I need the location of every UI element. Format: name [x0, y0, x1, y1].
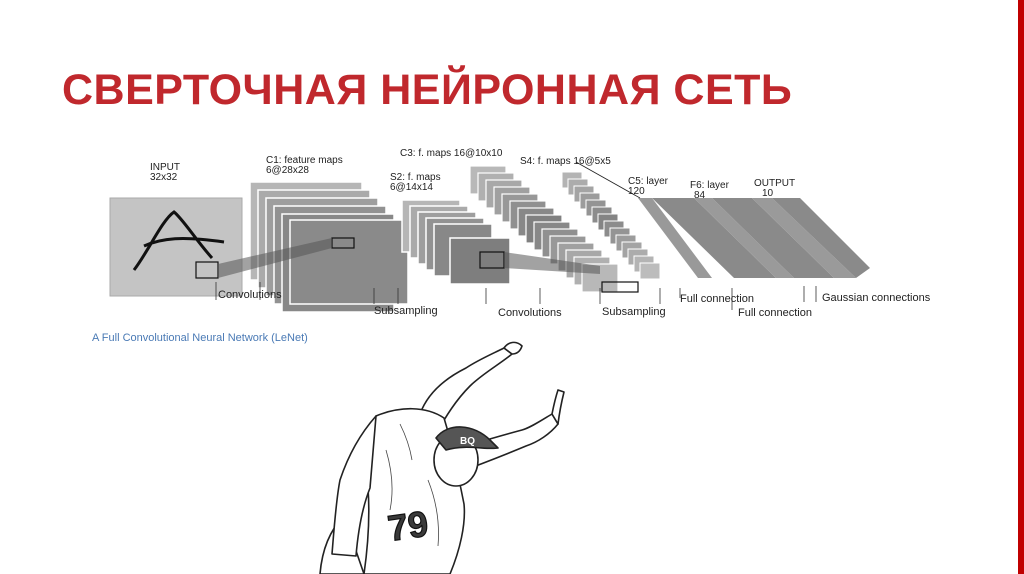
- c5-label: C5: layer: [628, 176, 669, 187]
- conv2-connection: [504, 252, 600, 274]
- jersey-number: 79: [385, 503, 430, 549]
- shirt-fold-lines: [385, 423, 439, 547]
- dancer-left-shoulder: [331, 415, 377, 557]
- output-layer: [752, 198, 856, 278]
- op-full-connection-2: Full connection: [738, 307, 812, 319]
- lenet-diagram: INPUT 32x32 C1: feature maps 6@28x28 S2:…: [109, 148, 931, 319]
- s2-size: 6@14x14: [390, 182, 433, 193]
- c5-layer: [638, 198, 712, 278]
- output-label: OUTPUT: [754, 178, 795, 189]
- op-convolutions-1: Convolutions: [218, 289, 282, 301]
- conv1-connection: [218, 238, 332, 278]
- input-letter-a: [132, 210, 225, 271]
- s4-feature-maps: [561, 171, 661, 280]
- input-label: INPUT: [150, 162, 180, 173]
- c1-size: 6@28x28: [266, 165, 309, 176]
- f6-size: 84: [694, 190, 706, 201]
- op-subsampling-2: Subsampling: [602, 306, 666, 318]
- c3-label: C3: f. maps 16@10x10: [400, 148, 503, 159]
- c1-label: C1: feature maps: [266, 155, 343, 166]
- s4-to-c5-line: [575, 161, 641, 199]
- f6-label: F6: layer: [690, 180, 730, 191]
- dancer-raised-hand: [503, 341, 523, 355]
- input-size: 32x32: [150, 172, 178, 183]
- output-size: 10: [762, 188, 774, 199]
- op-subsampling-1: Subsampling: [374, 305, 438, 317]
- full-connection-band-2: [712, 198, 834, 278]
- slide-accent-bar: [1018, 0, 1024, 574]
- dancer-pointing-hand: [551, 389, 565, 425]
- operation-brackets: [215, 282, 817, 310]
- diagram-caption: A Full Convolutional Neural Network (LeN…: [92, 332, 308, 344]
- op-gaussian-connections: Gaussian connections: [822, 292, 931, 304]
- gaussian-connection-band: [772, 198, 870, 278]
- slide-title: СВЕРТОЧНАЯ НЕЙРОННАЯ СЕТЬ: [62, 66, 793, 114]
- f6-layer: [694, 198, 794, 278]
- cap-text: BQ: [460, 436, 475, 447]
- full-connection-band-1: [652, 198, 776, 278]
- s4-label: S4: f. maps 16@5x5: [520, 156, 611, 167]
- s4-receptive-field: [601, 281, 639, 293]
- op-convolutions-2: Convolutions: [498, 307, 562, 319]
- c5-size: 120: [628, 186, 645, 197]
- dancer-cap: [435, 426, 499, 451]
- s2-label: S2: f. maps: [390, 172, 441, 183]
- op-full-connection-1: Full connection: [680, 293, 754, 305]
- dancer-illustration: BQ 79: [319, 341, 565, 574]
